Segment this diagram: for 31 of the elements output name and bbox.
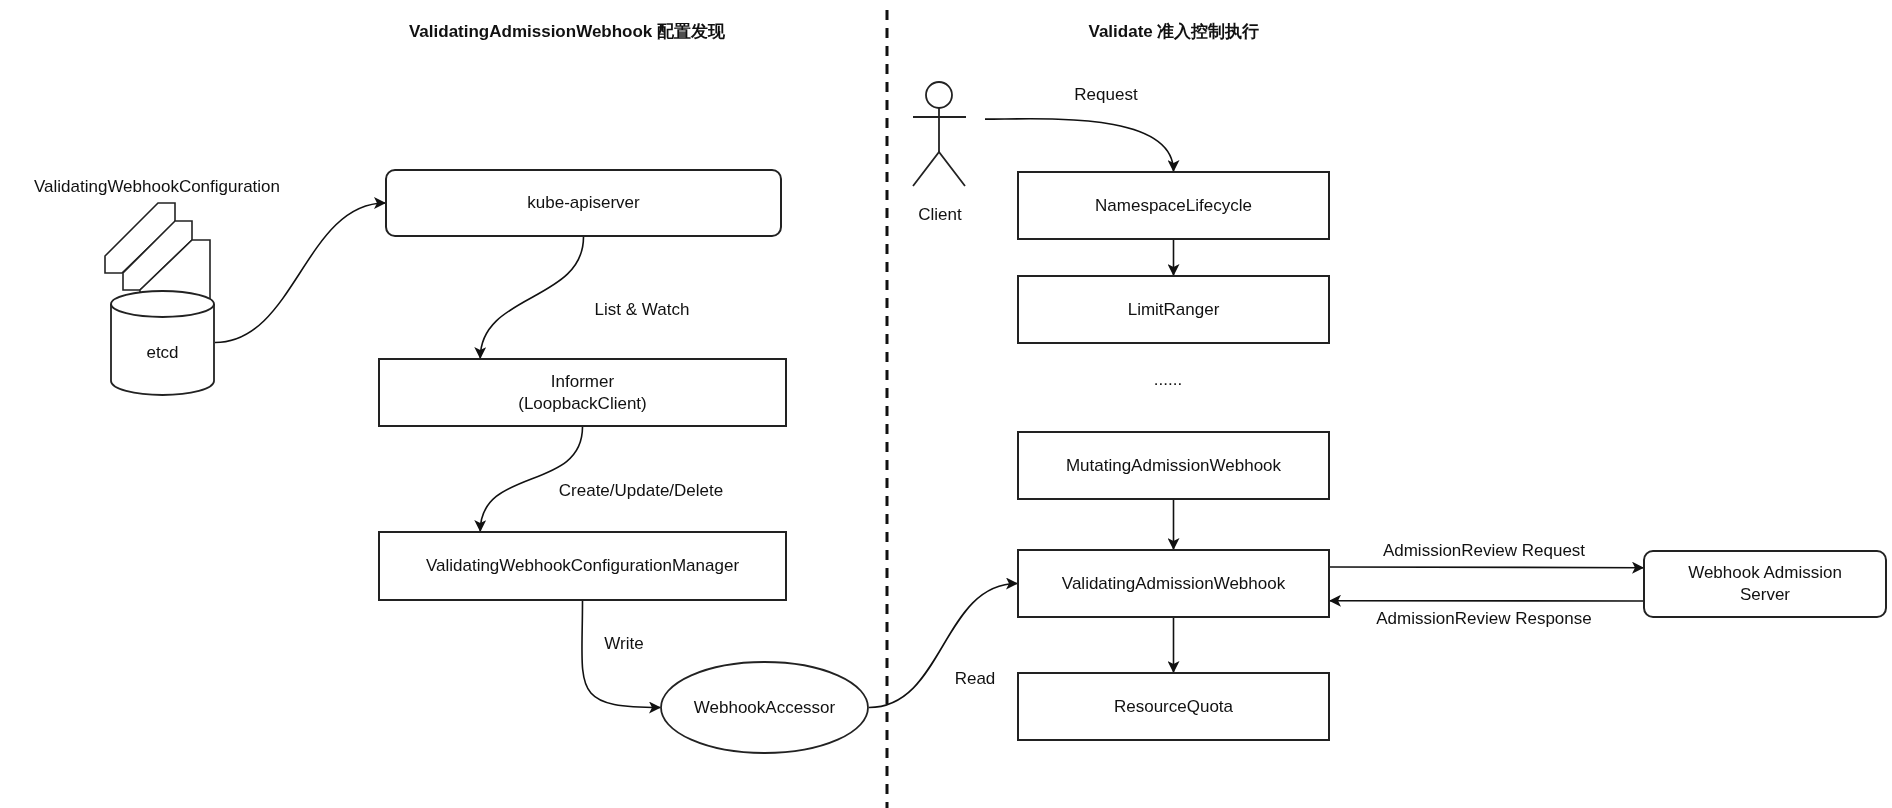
arrow — [214, 198, 386, 344]
ellipse-node: WebhookAccessor — [660, 661, 869, 754]
arrow — [868, 579, 1018, 709]
rounded-box: Webhook Admission Server — [1643, 550, 1887, 618]
arrow — [1329, 561, 1644, 574]
edge-label: AdmissionReview Request — [1380, 541, 1588, 561]
process-box: MutatingAdmissionWebhook — [1017, 431, 1330, 500]
arrow — [1329, 594, 1644, 607]
process-box: Informer (LoopbackClient) — [378, 358, 787, 427]
arrow — [1167, 617, 1180, 673]
process-box: ValidatingAdmissionWebhook — [1017, 549, 1330, 618]
process-box: LimitRanger — [1017, 275, 1330, 344]
arrow — [984, 118, 1178, 172]
arrow — [1167, 239, 1180, 276]
title: ValidatingAdmissionWebhook 配置发现 — [407, 20, 727, 43]
process-box: ResourceQuota — [1017, 672, 1330, 741]
edge-label: Create/Update/Delete — [556, 481, 726, 501]
title: Validate 准入控制执行 — [1087, 20, 1261, 43]
ellipsis-text: ...... — [1152, 370, 1184, 390]
process-box: NamespaceLifecycle — [1017, 171, 1330, 240]
arrow — [475, 426, 584, 532]
arrow — [1167, 499, 1180, 550]
arrow — [475, 236, 585, 359]
edge-label: Request — [1072, 85, 1140, 105]
arrow — [581, 600, 661, 714]
rounded-box: kube-apiserver — [385, 169, 782, 237]
process-box: ValidatingWebhookConfigurationManager — [378, 531, 787, 601]
component-label: ValidatingWebhookConfiguration — [33, 177, 281, 197]
database-cylinder: etcd — [110, 290, 215, 395]
edge-label: AdmissionReview Response — [1374, 609, 1594, 629]
actor-figure: Client — [905, 80, 985, 225]
